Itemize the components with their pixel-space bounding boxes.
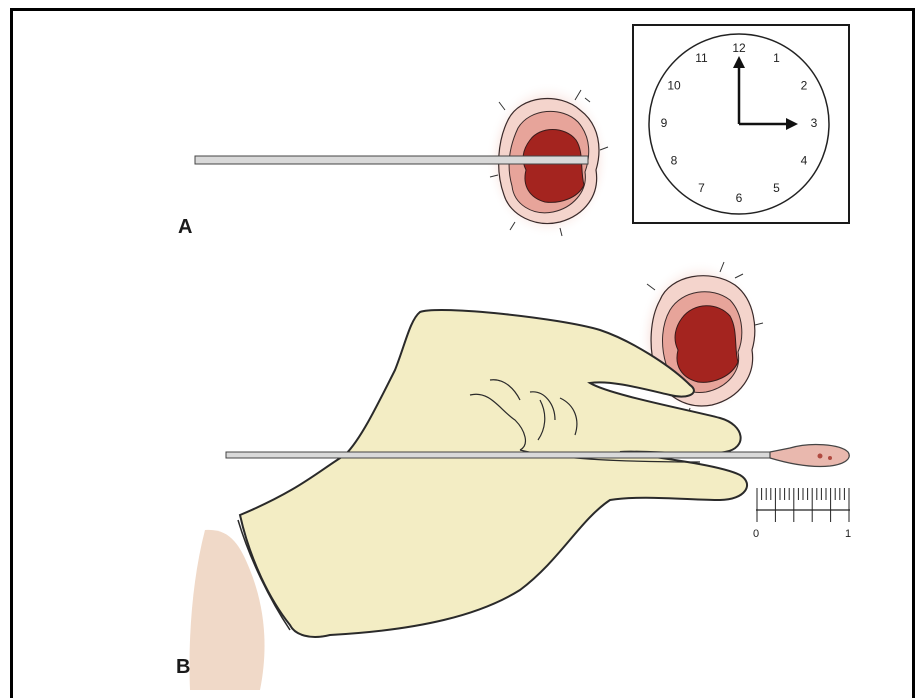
clock-number-3: 3: [811, 116, 818, 130]
clock-number-12: 12: [732, 41, 746, 55]
clock-number-9: 9: [661, 116, 668, 130]
clock-number-11: 11: [695, 51, 708, 65]
clock-number-2: 2: [801, 79, 808, 93]
clock-number-8: 8: [671, 154, 678, 168]
ruler: 0 1: [753, 488, 851, 540]
clock-number-1: 1: [773, 51, 780, 65]
panel-a-label: A: [178, 216, 192, 239]
probe-a: [195, 156, 588, 164]
ruler-start-label: 0: [753, 528, 759, 540]
ruler-ticks: [757, 488, 849, 522]
clock-number-7: 7: [698, 181, 705, 195]
clock-number-6: 6: [736, 191, 743, 205]
clock-number-10: 10: [667, 79, 681, 93]
gloved-hand: [190, 310, 748, 690]
ruler-end-label: 1: [845, 528, 851, 540]
panel-b-label: B: [176, 656, 190, 679]
clock-number-5: 5: [773, 181, 780, 195]
clock-number-4: 4: [801, 154, 808, 168]
